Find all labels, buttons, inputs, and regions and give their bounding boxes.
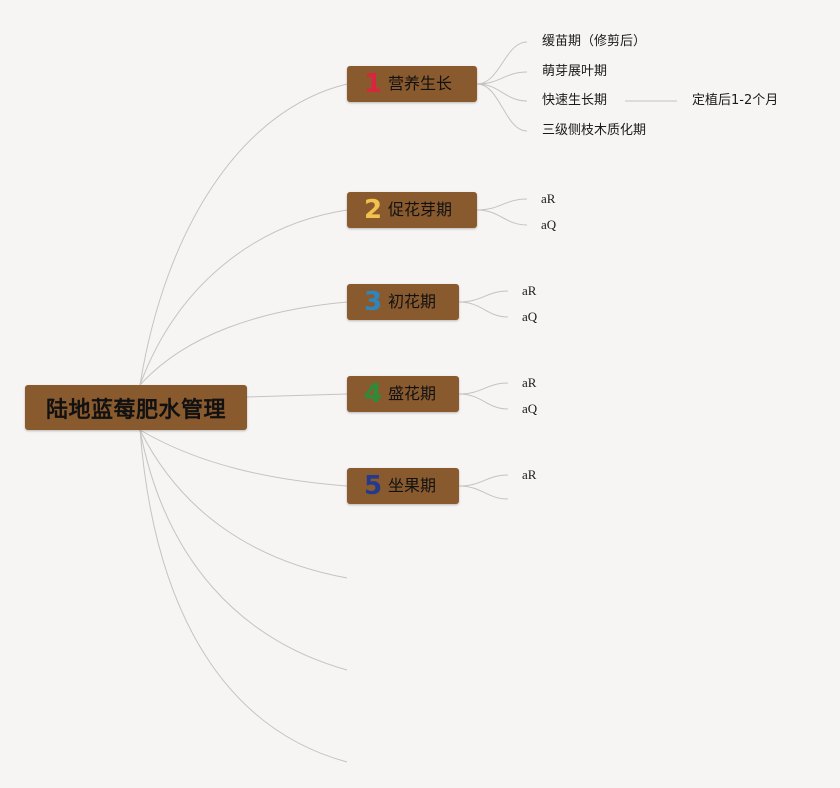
subtopic-4-2[interactable]: aQ xyxy=(522,401,538,416)
branch-topic-4[interactable]: 4 盛花期 xyxy=(347,376,459,412)
subtopic-5-1[interactable]: aR xyxy=(522,467,537,482)
branch-topic-1[interactable]: 1 营养生长 xyxy=(347,66,477,102)
link-b2-c1 xyxy=(476,198,528,211)
branch-topic-3[interactable]: 3 初花期 xyxy=(347,284,459,320)
link-root-branch4 xyxy=(246,393,348,398)
root-topic-label: 陆地蓝莓肥水管理 xyxy=(45,397,226,423)
link-b1-c4 xyxy=(476,83,528,132)
link-root-empty1 xyxy=(139,429,348,579)
subtopic-4-1[interactable]: aR xyxy=(522,375,537,390)
link-b3-c1 xyxy=(458,290,509,303)
link-b1-c2 xyxy=(476,71,528,85)
link-b4-c1 xyxy=(458,382,509,395)
link-root-empty3 xyxy=(139,429,348,763)
link-root-branch3 xyxy=(139,301,348,386)
link-root-empty2 xyxy=(139,429,348,671)
link-b4-c2 xyxy=(458,393,509,410)
link-root-branch2 xyxy=(139,209,348,386)
link-root-branch5 xyxy=(139,429,348,487)
link-b2-c2 xyxy=(476,209,528,226)
branch-number-1: 1 xyxy=(363,69,383,99)
subtopic-1-3-note[interactable]: 定植后1-2个月 xyxy=(692,93,779,108)
link-b1-c3 xyxy=(476,83,528,102)
link-root-branch1 xyxy=(139,83,348,386)
subtopic-1-4[interactable]: 三级侧枝木质化期 xyxy=(542,123,647,138)
branch-number-4: 4 xyxy=(363,379,383,409)
link-b1-c1 xyxy=(476,41,528,85)
branch-topic-5[interactable]: 5 坐果期 xyxy=(347,468,459,504)
subtopic-2-1[interactable]: aR xyxy=(541,191,556,206)
subtopic-1-3[interactable]: 快速生长期 xyxy=(542,93,608,108)
subtopic-1-2[interactable]: 萌芽展叶期 xyxy=(542,64,608,79)
branch-label-1: 营养生长 xyxy=(388,74,453,93)
branch-number-2: 2 xyxy=(363,195,383,225)
subtopic-1-1[interactable]: 缓苗期（修剪后） xyxy=(542,34,647,49)
branch-label-5: 坐果期 xyxy=(388,476,437,495)
subtopic-3-1[interactable]: aR xyxy=(522,283,537,298)
subtopic-3-2[interactable]: aQ xyxy=(522,309,538,324)
root-topic[interactable]: 陆地蓝莓肥水管理 xyxy=(25,385,247,430)
link-b5-c2 xyxy=(458,485,509,500)
branch-label-3: 初花期 xyxy=(388,292,437,311)
subtopic-2-2[interactable]: aQ xyxy=(541,217,557,232)
branch-number-3: 3 xyxy=(363,287,383,317)
branch-label-2: 促花芽期 xyxy=(388,200,453,219)
branch-number-5: 5 xyxy=(363,471,383,501)
link-b3-c2 xyxy=(458,301,509,318)
branch-label-4: 盛花期 xyxy=(388,384,437,403)
branch-topic-2[interactable]: 2 促花芽期 xyxy=(347,192,477,228)
link-b5-c1 xyxy=(458,474,509,487)
